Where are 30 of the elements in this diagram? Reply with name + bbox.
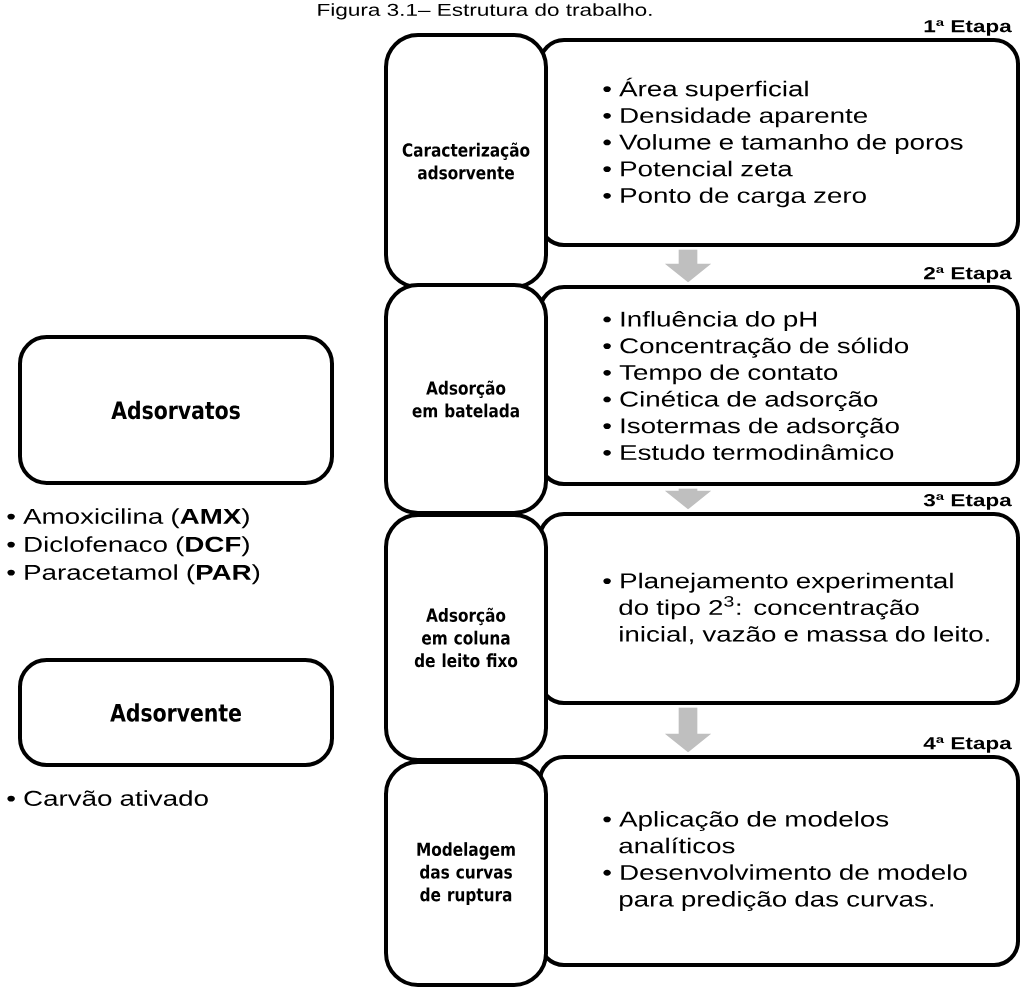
bullet-item: • Paracetamol (PAR) (7, 564, 260, 585)
bullet-item: • Concentração de sólido (603, 337, 909, 358)
stage-box: Adsorção em batelada (384, 283, 548, 515)
bullet-item: • Aplicação de modelos analíticos (603, 811, 889, 854)
bullet-item: • Cinética de adsorção (603, 390, 878, 411)
bullet-item: • Amoxicilina (AMX) (7, 508, 249, 529)
bullet-item: • Desenvolvimento de modelo para predição das curvas. (603, 864, 967, 911)
stage-box: Modelagem das curvas de ruptura (384, 760, 548, 987)
bullet-item: • Planejamento experimental do tipo 2$^{3}$: concentração inicial, vazão e massa do leito. (603, 572, 989, 645)
content-box (538, 755, 1020, 967)
group-box: Adsorvente (18, 658, 334, 767)
stage-box: Adsorção em coluna de leito fixo (384, 513, 548, 762)
stage-label: 4ª Etapa (923, 737, 1012, 753)
bullet-item: • Carvão ativado (7, 790, 208, 806)
bullet-item: • Isotermas de adsorção (603, 417, 899, 438)
figure-title: Figura 3.1– Estrutura do trabalho. (318, 3, 652, 20)
bullet-item: • Potencial zeta (603, 160, 793, 177)
bullet-item: • Densidade aparente (603, 107, 867, 128)
stage-label: 3ª Etapa (923, 494, 1012, 510)
bullet-item: • Tempo de contato (603, 364, 838, 385)
stage-label: 1ª Etapa (924, 20, 1012, 36)
bullet-item: • Influência do pH (603, 310, 816, 331)
stage-box: Caracterização adsorvente (384, 33, 548, 289)
stage-label: 2ª Etapa (924, 267, 1012, 283)
bullet-item: • Área superficial (603, 77, 808, 101)
bullet-item: • Volume e tamanho de poros (603, 134, 963, 154)
bullet-item: • Estudo termodinâmico (603, 444, 894, 461)
group-box: Adsorvatos (18, 335, 334, 485)
bullet-item: • Ponto de carga zero (603, 187, 866, 208)
bullet-item: • Diclofenaco (DCF) (7, 536, 249, 557)
